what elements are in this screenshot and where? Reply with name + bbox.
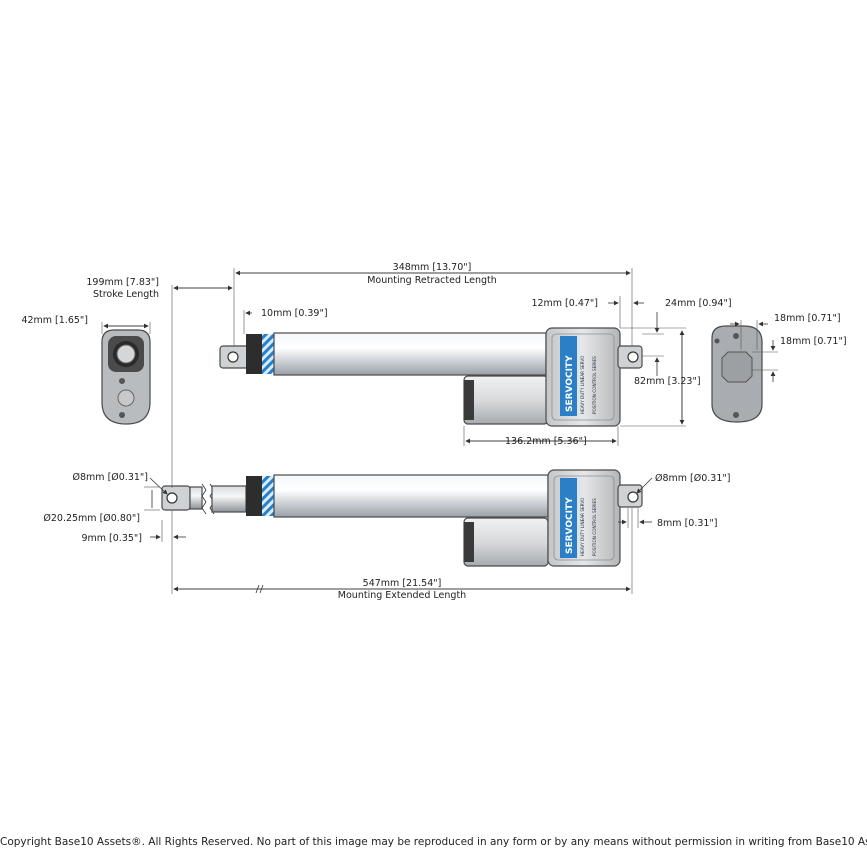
side-view <box>711 325 763 423</box>
ext-label-line-1: HEAVY DUTY LINEAR SERVO <box>580 497 585 556</box>
label-line-2: POSITION CONTROL SERIES <box>592 356 597 414</box>
extended-value: 547mm [21.54"] <box>363 578 442 589</box>
stroke-label: Stroke Length <box>93 289 159 300</box>
brand-text: SERVOCITY <box>565 355 575 412</box>
ext-brand-label <box>560 478 577 558</box>
rear-mount-hole <box>627 351 639 363</box>
motor-body <box>463 375 549 425</box>
rod-end-hole <box>227 351 239 363</box>
retracted-value: 348mm [13.70"] <box>393 262 472 273</box>
ext-rod-collar <box>246 476 262 516</box>
ext-brand-text: SERVOCITY <box>565 497 575 554</box>
warning-stripe-band <box>262 334 274 374</box>
rod-end-offset-label: 10mm [0.39"] <box>261 308 328 319</box>
side-height-label: 18mm [0.71"] <box>780 336 847 347</box>
gearbox-offset-label: 12mm [0.47"] <box>531 298 598 309</box>
motor-endcap <box>464 380 474 420</box>
tab-height-label: 24mm [0.94"] <box>665 298 732 309</box>
ext-motor-body <box>463 517 549 567</box>
right-hole-label: Ø8mm [Ø0.31"] <box>655 473 730 484</box>
end-view <box>101 329 151 425</box>
break-line <box>201 483 207 515</box>
ext-outer-tube <box>273 474 549 518</box>
stroke-value: 199mm [7.83"] <box>86 277 159 288</box>
extended-actuator: SERVOCITY HEAVY DUTY LINEAR SERVO POSITI… <box>161 469 643 567</box>
end-width-label: 42mm [1.65"] <box>21 315 88 326</box>
tab-offset-label: 8mm [0.31"] <box>657 518 718 529</box>
dimension-lines <box>101 268 778 594</box>
copyright-notice: Copyright Base10 Assets®. All Rights Res… <box>0 836 867 848</box>
label-line-1: HEAVY DUTY LINEAR SERVO <box>580 355 585 414</box>
ext-rod-end-hole <box>166 492 178 504</box>
motor-length-label: 136.2mm [5.36"] <box>505 436 587 447</box>
ext-rear-mount-hole <box>627 491 639 503</box>
retracted-label: Mounting Retracted Length <box>367 275 497 286</box>
rod-diameter-label: Ø20.25mm [Ø0.80"] <box>43 513 140 524</box>
body-height-label: 82mm [3.23"] <box>634 376 701 387</box>
outer-tube <box>273 332 547 376</box>
side-view-square-boss <box>721 351 753 383</box>
brand-label <box>560 336 577 416</box>
retracted-actuator: SERVOCITY HEAVY DUTY LINEAR SERVO POSITI… <box>219 327 643 427</box>
ext-label-line-2: POSITION CONTROL SERIES <box>592 498 597 556</box>
side-width-label: 18mm [0.71"] <box>774 313 841 324</box>
left-hole-label: Ø8mm [Ø0.31"] <box>73 472 148 483</box>
end-view-motor-shaft <box>117 389 135 407</box>
extended-rod <box>211 485 247 513</box>
rod-collar <box>246 334 262 374</box>
dimension-labels: 348mm [13.70"] Mounting Retracted Length… <box>21 262 846 601</box>
rod-tip-label: 9mm [0.35"] <box>81 533 142 544</box>
extended-label: Mounting Extended Length <box>338 590 466 601</box>
ext-warning-stripe-band <box>262 476 274 516</box>
